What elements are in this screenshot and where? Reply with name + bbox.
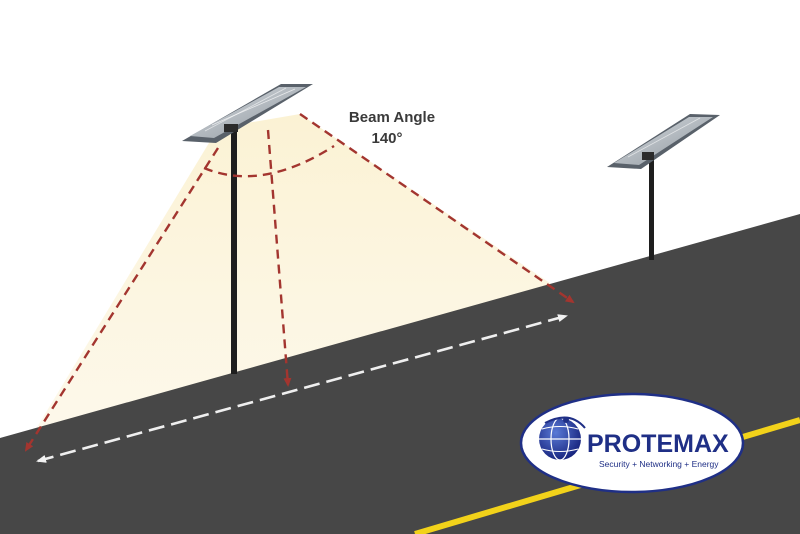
beam-line-center [266, 129, 292, 387]
beam-lines [24, 113, 575, 452]
logo-badge [519, 392, 745, 494]
beam-angle-arc [203, 144, 335, 178]
logo-name: PROTEMAX [587, 430, 729, 458]
protemax-logo: PROTEMAX Security + Networking + Energy [519, 392, 745, 494]
logo-tagline: Security + Networking + Energy [599, 459, 719, 469]
main-pole [231, 128, 237, 374]
beam-line-right [299, 113, 575, 304]
distant-pole [649, 158, 654, 260]
beam-angle-value: 140° [371, 130, 402, 147]
main-lamp-head [182, 84, 313, 143]
beam-angle-title: Beam Angle [349, 109, 435, 126]
globe-icon [539, 416, 586, 461]
distant-lamp-head [607, 114, 720, 169]
